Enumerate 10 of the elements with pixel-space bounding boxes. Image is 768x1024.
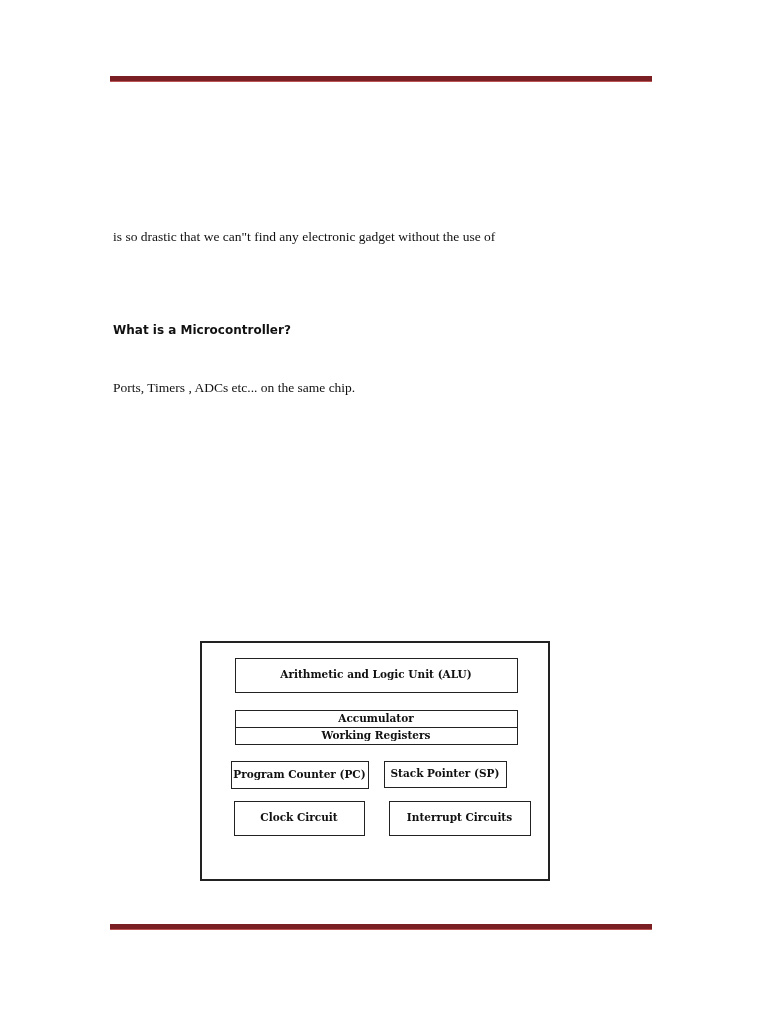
component-box: Program Counter (PC)	[230, 760, 369, 789]
component-box: Stack Pointer (SP)	[383, 760, 507, 788]
paragraph-text: Ports, Timers , ADCs etc... on the same chip.	[113, 379, 357, 397]
component-box: Interrupt Circuits	[388, 800, 531, 836]
paragraph-text: is so drastic that we can"t find any electronic gadget without the use of	[113, 229, 497, 245]
block-diagram-frame	[200, 641, 550, 881]
component-box: Accumulator	[234, 709, 518, 728]
component-box: Clock Circuit	[233, 800, 365, 836]
component-box: Arithmetic and Logic Unit (ALU)	[234, 657, 518, 693]
section-heading: What is a Microcontroller?	[113, 323, 291, 337]
